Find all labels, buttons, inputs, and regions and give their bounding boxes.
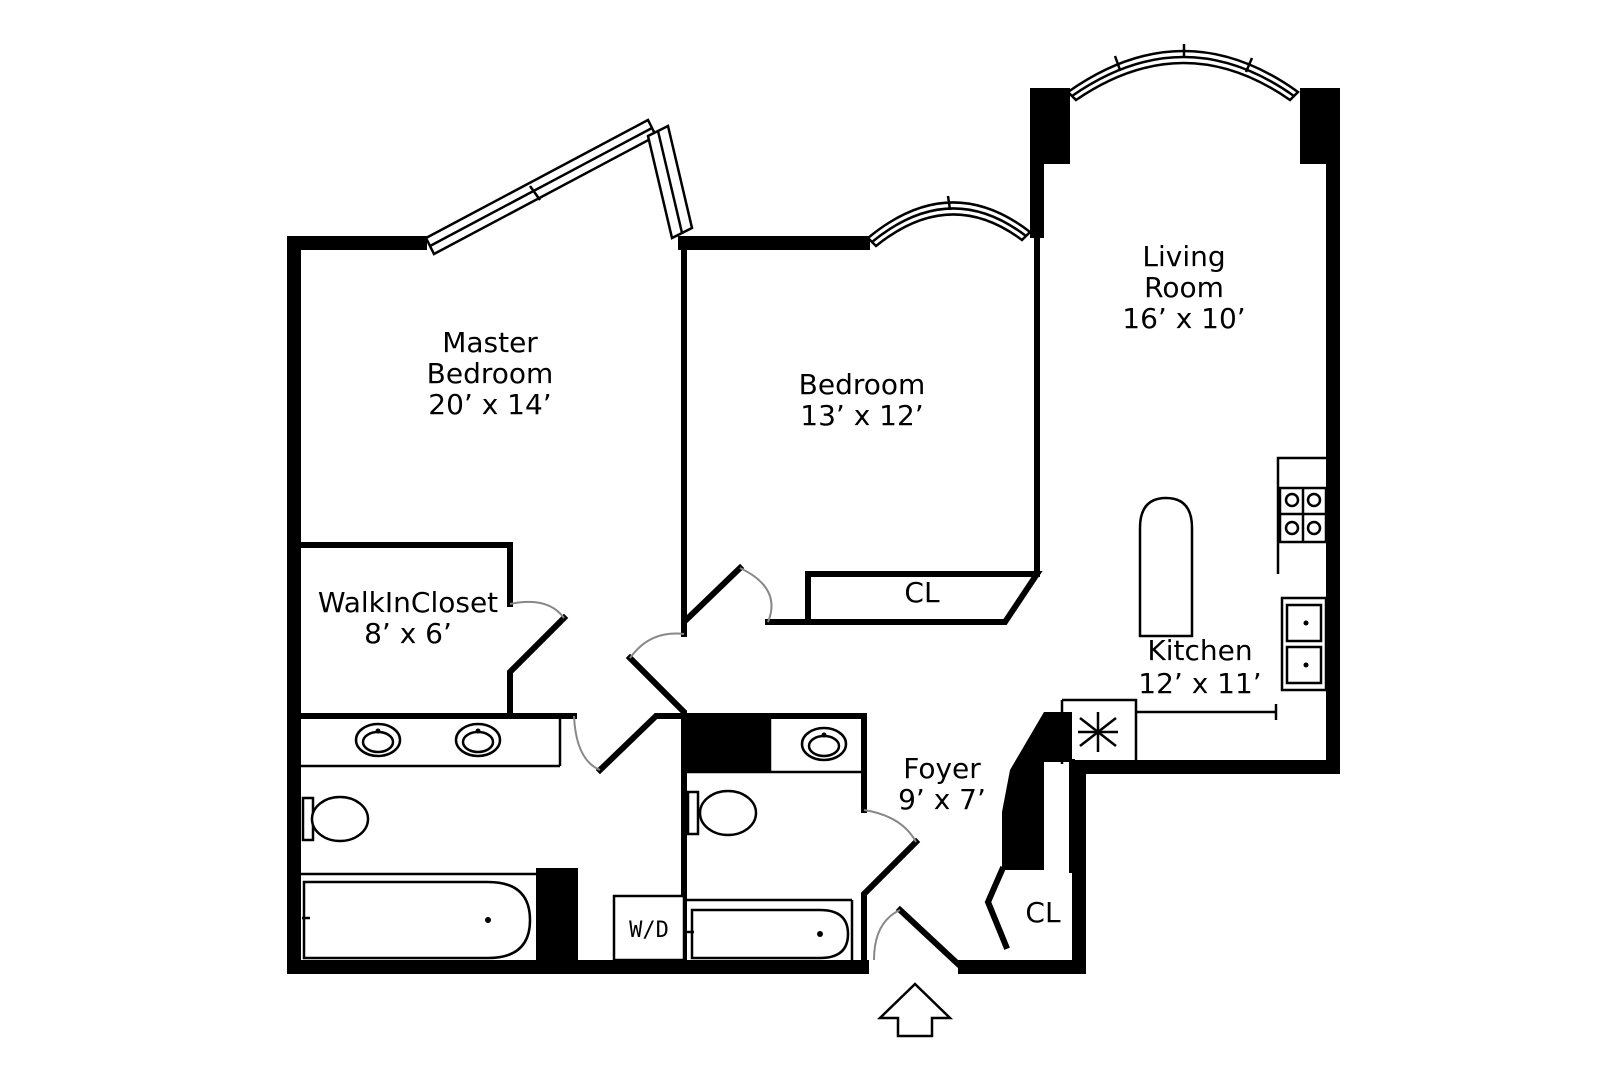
- kitchen-island: [1138, 496, 1194, 638]
- living-room-bay-window: [1066, 44, 1300, 102]
- exterior-walls: [287, 88, 1340, 974]
- door-swings: [509, 567, 917, 961]
- master-bedroom-size: 20’ x 14’: [428, 388, 551, 421]
- bath2-fixtures: [686, 716, 864, 960]
- room-labels: Master Bedroom 20’ x 14’ Bedroom 13’ x 1…: [318, 240, 1262, 929]
- kitchen-size: 12’ x 11’: [1138, 667, 1261, 700]
- sink-icon: [1280, 596, 1328, 692]
- bath2-door-swing: [863, 809, 917, 843]
- living-room-size: 16’ x 10’: [1122, 302, 1245, 335]
- foyer-closet-label: CL: [1025, 896, 1061, 929]
- washer-dryer: W/D: [612, 894, 686, 962]
- sink-icon: [800, 726, 848, 762]
- living-room-name-1: Living: [1142, 240, 1225, 273]
- bathtub-icon: [686, 908, 850, 960]
- living-room-name-2: Room: [1144, 271, 1224, 304]
- bedroom-size: 13’ x 12’: [800, 399, 923, 432]
- closet-door-swing: [509, 600, 565, 619]
- foyer-name: Foyer: [903, 752, 981, 785]
- foyer-size: 9’ x 7’: [898, 783, 986, 816]
- kitchen-name: Kitchen: [1147, 634, 1252, 667]
- master-door-swing: [629, 632, 685, 659]
- master-bath-door-swing: [573, 715, 601, 771]
- sink-icon: [354, 722, 402, 758]
- washer-dryer-label: W/D: [629, 918, 669, 943]
- entry-door-swing: [873, 909, 901, 961]
- walk-in-closet-size: 8’ x 6’: [364, 617, 452, 650]
- master-bath-fixtures: W/D: [301, 716, 686, 962]
- stove-icon: [1278, 486, 1328, 544]
- snowflake-icon: [1078, 712, 1118, 752]
- toilet-icon: [301, 795, 370, 843]
- bedroom-closet-label: CL: [904, 576, 940, 609]
- bedroom-door-swing: [739, 567, 773, 623]
- bathtub-icon: [302, 880, 532, 960]
- sink-icon: [454, 722, 502, 758]
- master-bedroom-name-1: Master: [442, 326, 538, 359]
- walk-in-closet-name: WalkInCloset: [318, 586, 498, 619]
- entry-arrow-icon: [876, 982, 954, 1038]
- bedroom-bay-window: [866, 195, 1032, 248]
- master-bedroom-name-2: Bedroom: [427, 357, 554, 390]
- master-bedroom-window: [424, 118, 694, 256]
- toilet-icon: [686, 789, 758, 837]
- kitchen-fixtures: [1078, 486, 1328, 752]
- bedroom-name: Bedroom: [799, 368, 926, 401]
- windows: [424, 44, 1300, 256]
